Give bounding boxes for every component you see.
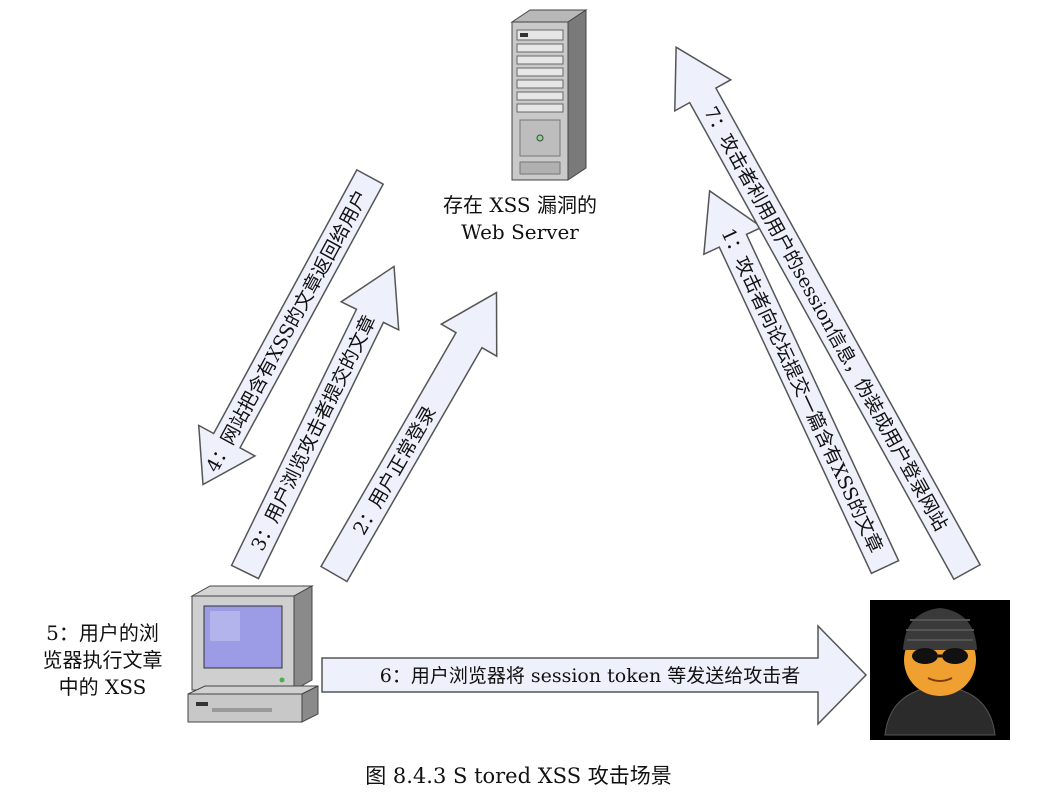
server-label-line1: 存在 XSS 漏洞的 xyxy=(442,193,597,217)
arrow-step7: 7：攻击者利用用户的session信息，伪装成用户登录网站 xyxy=(674,45,982,581)
arrow-step2: 2：用户正常登录 xyxy=(319,291,498,583)
attacker-icon xyxy=(870,600,1010,740)
figure-caption: 图 8.4.3 S tored XSS 攻击场景 xyxy=(365,764,672,788)
arrow-step6: 6：用户浏览器将 session token 等发送给攻击者 xyxy=(321,624,868,726)
client-label-line1: 5：用户的浏 xyxy=(46,621,159,645)
server-label: 存在 XSS 漏洞的 Web Server xyxy=(420,192,620,246)
client-label: 5：用户的浏 览器执行文章 中的 XSS xyxy=(20,620,185,701)
client-label-line3: 中的 XSS xyxy=(58,675,147,699)
computer-icon xyxy=(187,585,319,723)
client-label-line2: 览器执行文章 xyxy=(42,648,163,672)
server-label-line2: Web Server xyxy=(461,220,579,244)
step6-text: 6：用户浏览器将 session token 等发送给攻击者 xyxy=(380,665,801,687)
server-icon xyxy=(510,9,588,181)
step2-text: 2：用户正常登录 xyxy=(349,402,441,539)
